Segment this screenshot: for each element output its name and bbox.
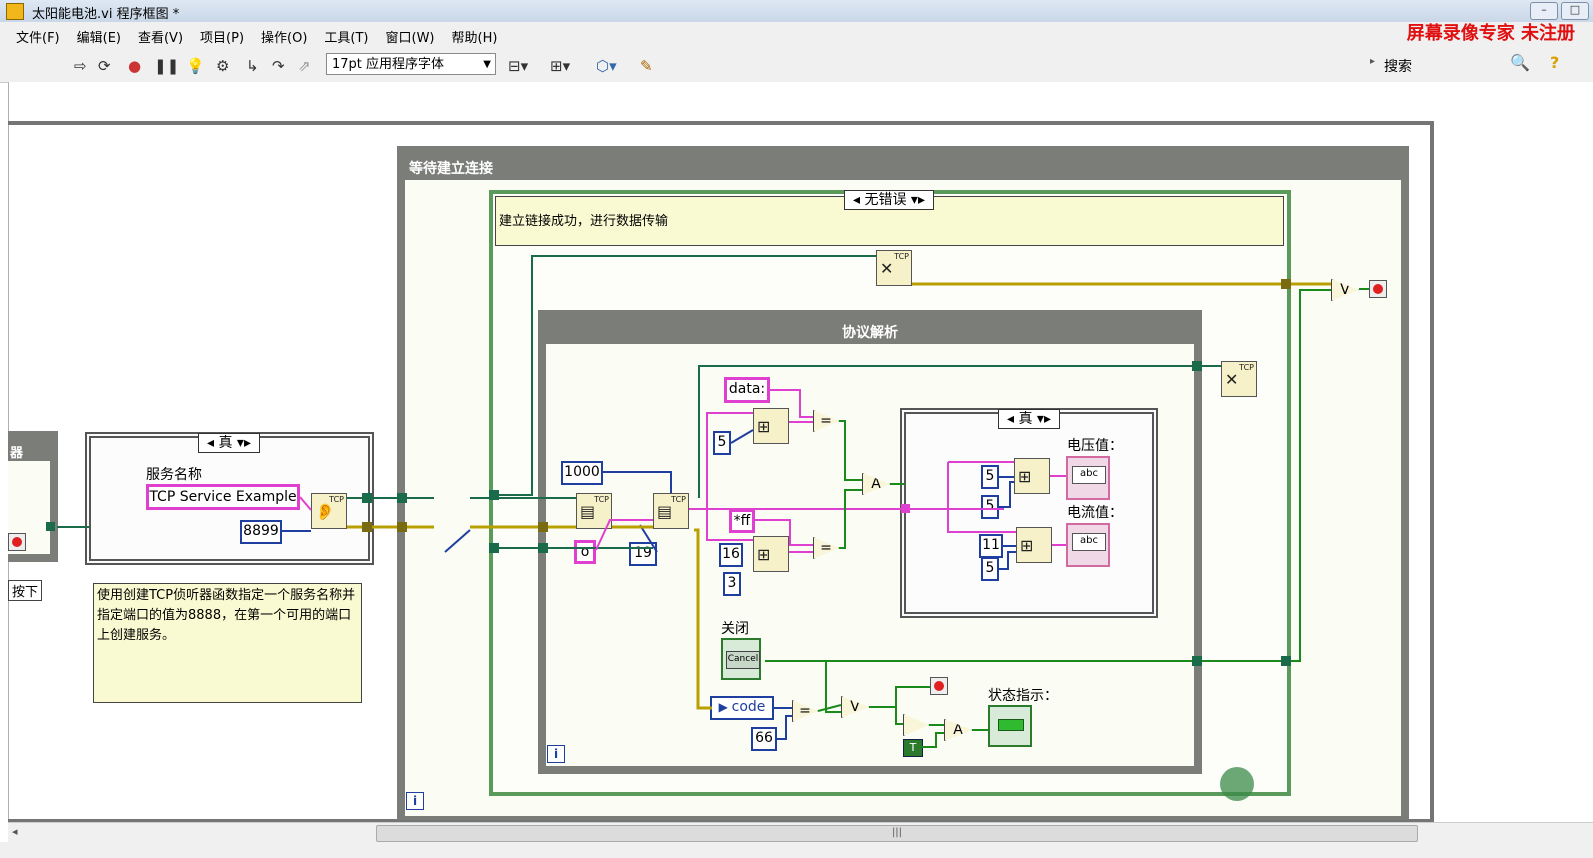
left-partial-structure: 器 (8, 431, 58, 562)
menu-edit[interactable]: 编辑(E) (76, 31, 121, 46)
abort-icon[interactable]: ● (128, 57, 142, 75)
string-subset-node-1[interactable]: ⊞ (753, 408, 789, 444)
stop-terminal-inner (930, 677, 948, 695)
menu-view[interactable]: 查看(V) (137, 31, 184, 46)
step-into-icon[interactable]: ↳ (246, 57, 259, 75)
current-offset-constant[interactable]: 11 (979, 534, 1003, 558)
tcp-create-listener-node[interactable]: TCP👂 (311, 493, 347, 529)
voltage-subset-node[interactable]: ⊞ (1014, 458, 1050, 494)
service-name-constant[interactable]: TCP Service Example (146, 484, 300, 510)
data-prefix-constant[interactable]: data: (724, 377, 770, 403)
run-arrow-icon[interactable]: ⇨ (74, 57, 87, 75)
menu-window[interactable]: 窗口(W) (385, 31, 435, 46)
inner-loop-iteration-terminal: i (547, 745, 565, 763)
menu-file[interactable]: 文件(F) (16, 31, 60, 46)
parse-values-case-structure (900, 408, 1158, 618)
case-selector-true[interactable]: ◂ 真 ▾▸ (198, 433, 260, 453)
clean-up-diagram-icon[interactable]: ✎ (640, 57, 653, 75)
length-3-constant[interactable]: 3 (723, 572, 741, 596)
stop-terminal-outer (1369, 280, 1387, 298)
close-button-terminal[interactable]: Cancel (721, 638, 761, 680)
reorder-icon[interactable]: ⬡▾ (596, 57, 617, 75)
run-continuously-icon[interactable]: ⟳ (98, 57, 111, 75)
timeout-1000-constant[interactable]: 1000 (561, 461, 603, 485)
tcp-close-connection-node[interactable]: TCP✕ (876, 250, 912, 286)
voltage-offset-constant[interactable]: 5 (981, 465, 999, 489)
current-label: 电流值： (1067, 505, 1123, 521)
inner-case-selector[interactable]: ◂ 真 ▾▸ (998, 409, 1060, 429)
title-bar: 太阳能电池.vi 程序框图 * – □ (0, 0, 1593, 23)
font-selector[interactable]: 17pt 应用程序字体▼ (326, 53, 496, 75)
labview-app-icon (6, 3, 24, 20)
current-length-constant[interactable]: 5 (981, 557, 999, 581)
chevron-down-icon: ▼ (483, 59, 491, 70)
close-control-label: 关闭 (721, 621, 749, 637)
highlight-execution-icon[interactable]: 💡 (186, 57, 205, 75)
tcp-read-node-1[interactable]: TCP▤ (576, 493, 612, 529)
voltage-label: 电压值： (1067, 438, 1123, 454)
port-constant[interactable]: 8899 (240, 520, 282, 544)
toolbar: ⇨ ⟳ ● ❚❚ 💡 ⚙ ↳ ↷ ⇗ 17pt 应用程序字体▼ ⊟▾ ⊞▾ ⬡▾… (0, 48, 1593, 83)
outer-loop-iteration-terminal: i (406, 792, 424, 810)
offset-16-constant[interactable]: 16 (719, 543, 743, 567)
code-66-constant[interactable]: 66 (751, 727, 777, 751)
menu-bar: 文件(F) 编辑(E) 查看(V) 项目(P) 操作(O) 工具(T) 窗口(W… (0, 22, 1593, 48)
menu-operate[interactable]: 操作(O) (261, 31, 308, 46)
outer-while-loop-frame (8, 121, 1434, 823)
search-icon[interactable]: 🔍 (1510, 53, 1530, 72)
voltage-length-constant[interactable]: 5 (981, 495, 999, 519)
menu-help[interactable]: 帮助(H) (451, 31, 498, 46)
menu-tools[interactable]: 工具(T) (324, 31, 369, 46)
listener-comment: 使用创建TCP侦听器函数指定一个服务名称并指定端口的值为8888，在第一个可用的… (93, 583, 362, 703)
tcp-read-node-2[interactable]: TCP▤ (653, 493, 689, 529)
step-over-icon[interactable]: ↷ (272, 57, 285, 75)
distribute-objects-icon[interactable]: ⊞▾ (550, 57, 571, 75)
scrollbar-thumb[interactable]: ||| (376, 825, 1418, 842)
voltage-indicator[interactable]: abc (1066, 456, 1110, 500)
current-subset-node[interactable]: ⊞ (1016, 527, 1052, 563)
status-strip (0, 842, 1593, 858)
help-icon[interactable]: ? (1550, 53, 1560, 72)
current-indicator[interactable]: abc (1066, 523, 1110, 567)
status-label: 状态指示： (988, 688, 1058, 704)
step-out-icon[interactable]: ⇗ (298, 57, 311, 75)
window-title: 太阳能电池.vi 程序框图 * (32, 7, 180, 22)
align-objects-icon[interactable]: ⊟▾ (508, 57, 529, 75)
error-case-selector[interactable]: ◂ 无错误 ▾▸ (844, 190, 934, 210)
retain-wire-values-icon[interactable]: ⚙ (216, 57, 230, 75)
maximize-button[interactable]: □ (1561, 2, 1589, 20)
scroll-left-icon[interactable]: ◂ (12, 825, 18, 838)
service-name-label: 服务名称 (146, 467, 202, 483)
search-input[interactable]: 搜索 (1384, 59, 1412, 75)
string-subset-node-2[interactable]: ⊞ (753, 536, 789, 572)
recorder-watermark: 屏幕录像专家 未注册 (1406, 23, 1575, 44)
status-indicator[interactable] (988, 705, 1032, 747)
offset-5-constant[interactable]: 5 (713, 431, 731, 455)
horizontal-scrollbar[interactable]: ◂ ||| (8, 822, 1593, 843)
minimize-button[interactable]: – (1530, 2, 1558, 20)
search-box[interactable]: ▸ 搜索 🔍 ? (1370, 53, 1560, 75)
menu-project[interactable]: 项目(P) (200, 31, 245, 46)
stop-terminal-left (8, 533, 26, 551)
mode-o-constant[interactable]: o (574, 540, 596, 564)
ff-suffix-constant[interactable]: *ff (729, 509, 755, 533)
tcp-close-connection-node-2[interactable]: TCP✕ (1221, 361, 1257, 397)
pause-icon[interactable]: ❚❚ (154, 57, 180, 75)
press-button-label: 按下 (8, 580, 43, 601)
